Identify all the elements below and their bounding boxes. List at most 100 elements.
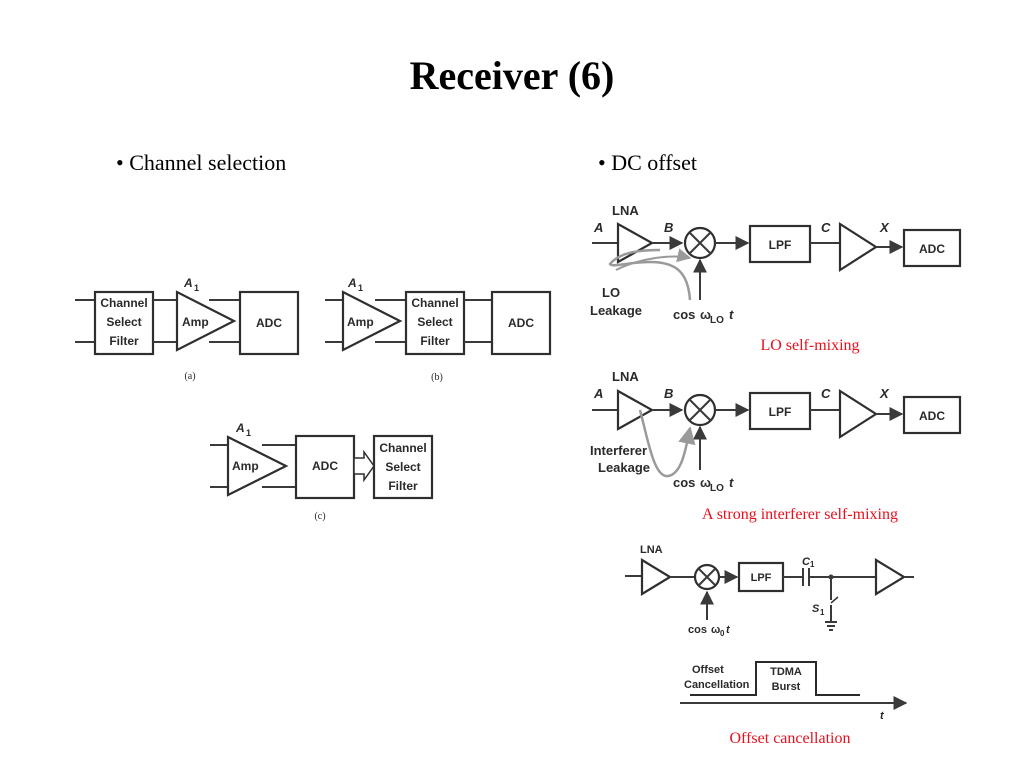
filter-label-1: Channel [100, 296, 147, 310]
adc-label: ADC [312, 459, 338, 473]
adc-label: ADC [919, 409, 945, 423]
lna-label: LNA [612, 203, 639, 218]
t-label: t [726, 624, 731, 636]
lna-triangle [640, 558, 673, 596]
amp-triangle [175, 290, 237, 352]
offset-label-2: Cancellation [684, 679, 750, 691]
node-a-label: A [593, 220, 603, 235]
amp-triangle [874, 558, 907, 596]
amp-label: Amp [182, 315, 209, 329]
lo-leakage-arrow [615, 248, 692, 271]
page-title: Receiver (6) [409, 53, 615, 98]
amp-triangle [838, 221, 879, 273]
offset-label-1: Offset [692, 664, 724, 676]
bullet-channel-selection: • Channel selection [116, 150, 287, 175]
leakage-label-1: LO [602, 285, 620, 300]
channel-select-filter-box [93, 290, 155, 356]
node-b-label: B [664, 220, 673, 235]
cos-label: cos [673, 475, 695, 490]
gain-sub: 1 [246, 428, 251, 438]
omega-label: ω [711, 624, 720, 636]
lpf-label: LPF [769, 238, 792, 252]
tdma-waveform [690, 661, 860, 696]
adc-label: ADC [256, 316, 282, 330]
interferer-leakage-path [638, 409, 696, 478]
adc-box [294, 434, 356, 500]
amp-triangle [226, 435, 289, 497]
amp-triangle [838, 388, 879, 440]
lpf-label: LPF [751, 572, 772, 584]
lo-sub-label: LO [710, 315, 724, 326]
lo-leakage-path [608, 248, 692, 301]
gain-label: A [347, 276, 357, 290]
zero-sub: 0 [720, 629, 725, 638]
gain-sub: 1 [194, 283, 199, 293]
filter-label-1: Channel [379, 441, 426, 455]
adc-box [238, 290, 300, 356]
diagram-interferer-self-mixing: A LNA B LPF C X ADC Interferer Leakage c… [590, 369, 962, 494]
caption-lo-self-mixing: LO self-mixing [760, 337, 860, 354]
node-c-label: C [821, 220, 831, 235]
lpf-label: LPF [769, 405, 792, 419]
diagram-c: Amp A 1 ADC Channel Select Filter (c) [210, 421, 434, 522]
channel-select-filter-box [372, 434, 434, 500]
filter-label-1: Channel [411, 296, 458, 310]
adc-box [902, 395, 962, 435]
amp-triangle [341, 290, 403, 352]
filter-label-3: Filter [109, 334, 139, 348]
cos-label: cos [688, 624, 707, 636]
filter-label-3: Filter [420, 334, 450, 348]
digital-bus-arrow [353, 449, 375, 483]
diagram-offset-cancellation: LNA LPF C 1 S 1 cos ω 0 t Offset Can [625, 544, 914, 722]
leakage-label-2: Leakage [590, 303, 642, 318]
node-x-label: X [879, 220, 890, 235]
subcaption-c: (c) [314, 511, 325, 522]
diagram-b: Amp A 1 Channel Select Filter ADC (b) [325, 276, 552, 383]
amp-label: Amp [347, 315, 374, 329]
adc-label: ADC [508, 316, 534, 330]
lna-label: LNA [640, 544, 663, 556]
leakage-label-1: Interferer [590, 443, 647, 458]
leakage-label-2: Leakage [598, 460, 650, 475]
s1-sub: 1 [820, 608, 825, 617]
tdma-label-1: TDMA [770, 666, 802, 678]
gain-sub: 1 [358, 283, 363, 293]
bullet-dc-offset: • DC offset [598, 150, 697, 175]
node-b-label: B [664, 386, 673, 401]
caption-interferer-self-mixing: A strong interferer self-mixing [702, 506, 898, 523]
s1-label: S [812, 603, 820, 615]
lpf-box [748, 224, 812, 264]
lo-sub-label: LO [710, 483, 724, 494]
omega-label: ω [700, 307, 711, 322]
adc-label: ADC [919, 242, 945, 256]
diagram-lo-self-mixing: A LNA B LPF C X ADC LO Leakage cos ω LO … [590, 203, 962, 326]
caption-offset-cancellation: Offset cancellation [729, 730, 851, 747]
filter-label-2: Select [417, 315, 452, 329]
node-a-label: A [593, 386, 603, 401]
omega-label: ω [700, 475, 711, 490]
channel-select-filter-box [404, 290, 466, 356]
c1-sub: 1 [810, 560, 815, 569]
cos-label: cos [673, 307, 695, 322]
filter-label-2: Select [106, 315, 141, 329]
axis-t-label: t [880, 710, 885, 722]
amp-label: Amp [232, 459, 259, 473]
filter-label-3: Filter [388, 479, 418, 493]
t-label: t [729, 475, 734, 490]
gain-label: A [235, 421, 245, 435]
lna-triangle [616, 389, 655, 431]
subcaption-b: (b) [431, 372, 443, 383]
adc-box [902, 228, 962, 268]
filter-label-2: Select [385, 460, 420, 474]
tdma-label-2: Burst [772, 681, 801, 693]
node-x-label: X [879, 386, 890, 401]
lna-label: LNA [612, 369, 639, 384]
gain-label: A [183, 276, 193, 290]
lpf-box [748, 391, 812, 431]
node-c-label: C [821, 386, 831, 401]
adc-box [490, 290, 552, 356]
diagram-a: Channel Select Filter Amp A 1 ADC (a) [75, 276, 300, 382]
subcaption-a: (a) [184, 371, 195, 382]
c1-label: C [802, 556, 811, 568]
